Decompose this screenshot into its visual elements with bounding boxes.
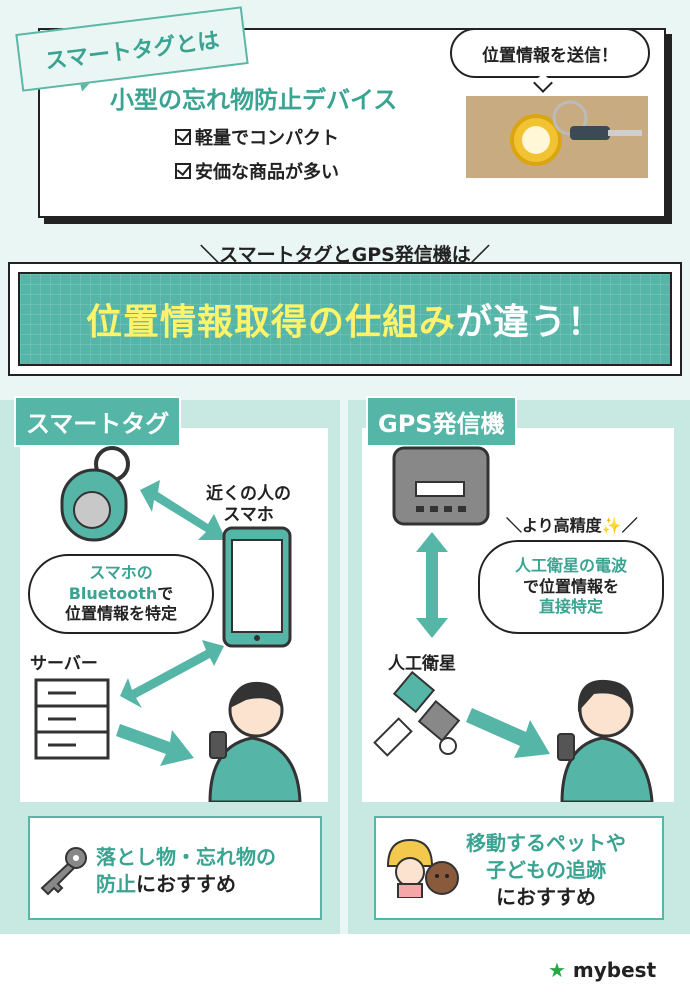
mybest-logo: ★ mybest bbox=[548, 958, 657, 982]
person-icon bbox=[557, 679, 654, 802]
server-icon bbox=[34, 678, 110, 760]
child-and-dog-icon bbox=[386, 838, 459, 898]
smart-tag-recommendation-text: 落とし物・忘れ物の 防止におすすめ bbox=[96, 845, 276, 896]
headline-highlight: 位置情報取得の仕組み bbox=[85, 302, 456, 343]
bluetooth-bubble: スマホの Bluetoothで 位置情報を特定 bbox=[28, 554, 214, 634]
checkbox-icon bbox=[175, 163, 191, 179]
arrow-vertical bbox=[416, 532, 448, 638]
arrow-satellite-person bbox=[466, 708, 550, 758]
smart-tag-illustration bbox=[34, 446, 302, 802]
headline-main: 位置情報取得の仕組みが違う！ bbox=[18, 272, 672, 366]
photo-speech-bubble: 位置情報を送信！ bbox=[450, 28, 650, 78]
gps-label: GPS発信機 bbox=[366, 396, 517, 447]
precision-note: ＼より高精度✨／ bbox=[506, 516, 638, 535]
arrow-server-phone bbox=[120, 640, 224, 708]
key-icon bbox=[40, 847, 87, 896]
server-label: サーバー bbox=[30, 654, 98, 674]
star-icon: ★ bbox=[548, 958, 566, 982]
check-item: 安価な商品が多い bbox=[175, 158, 339, 184]
gps-recommendation-text: 移動するペットや 子どもの追跡 におすすめ bbox=[466, 831, 626, 909]
footer bbox=[0, 934, 690, 1001]
satellite-icon bbox=[373, 670, 461, 757]
smart-tag-label: スマートタグ bbox=[14, 396, 182, 447]
person-icon bbox=[208, 681, 302, 802]
smartphone-icon bbox=[222, 526, 292, 648]
arrow-server-person bbox=[116, 724, 194, 766]
checkbox-icon bbox=[175, 129, 191, 145]
airtag-icon bbox=[60, 446, 130, 542]
arrow-tag-phone bbox=[140, 480, 226, 540]
headline-rest: が違う！ bbox=[456, 302, 605, 343]
intro-title: 小型の忘れ物防止デバイス bbox=[110, 86, 398, 114]
check-item: 軽量でコンパクト bbox=[175, 124, 339, 150]
smart-tag-photo bbox=[466, 96, 648, 178]
headline-sub: ＼スマートタグとGPS発信機は／ bbox=[200, 244, 490, 266]
satellite-bubble: 人工衛星の電波 で位置情報を 直接特定 bbox=[478, 540, 664, 634]
satellite-label: 人工衛星 bbox=[388, 654, 456, 674]
gps-device-icon bbox=[392, 446, 490, 526]
phone-caption: 近くの人の スマホ bbox=[206, 484, 291, 526]
gps-illustration bbox=[373, 446, 654, 802]
